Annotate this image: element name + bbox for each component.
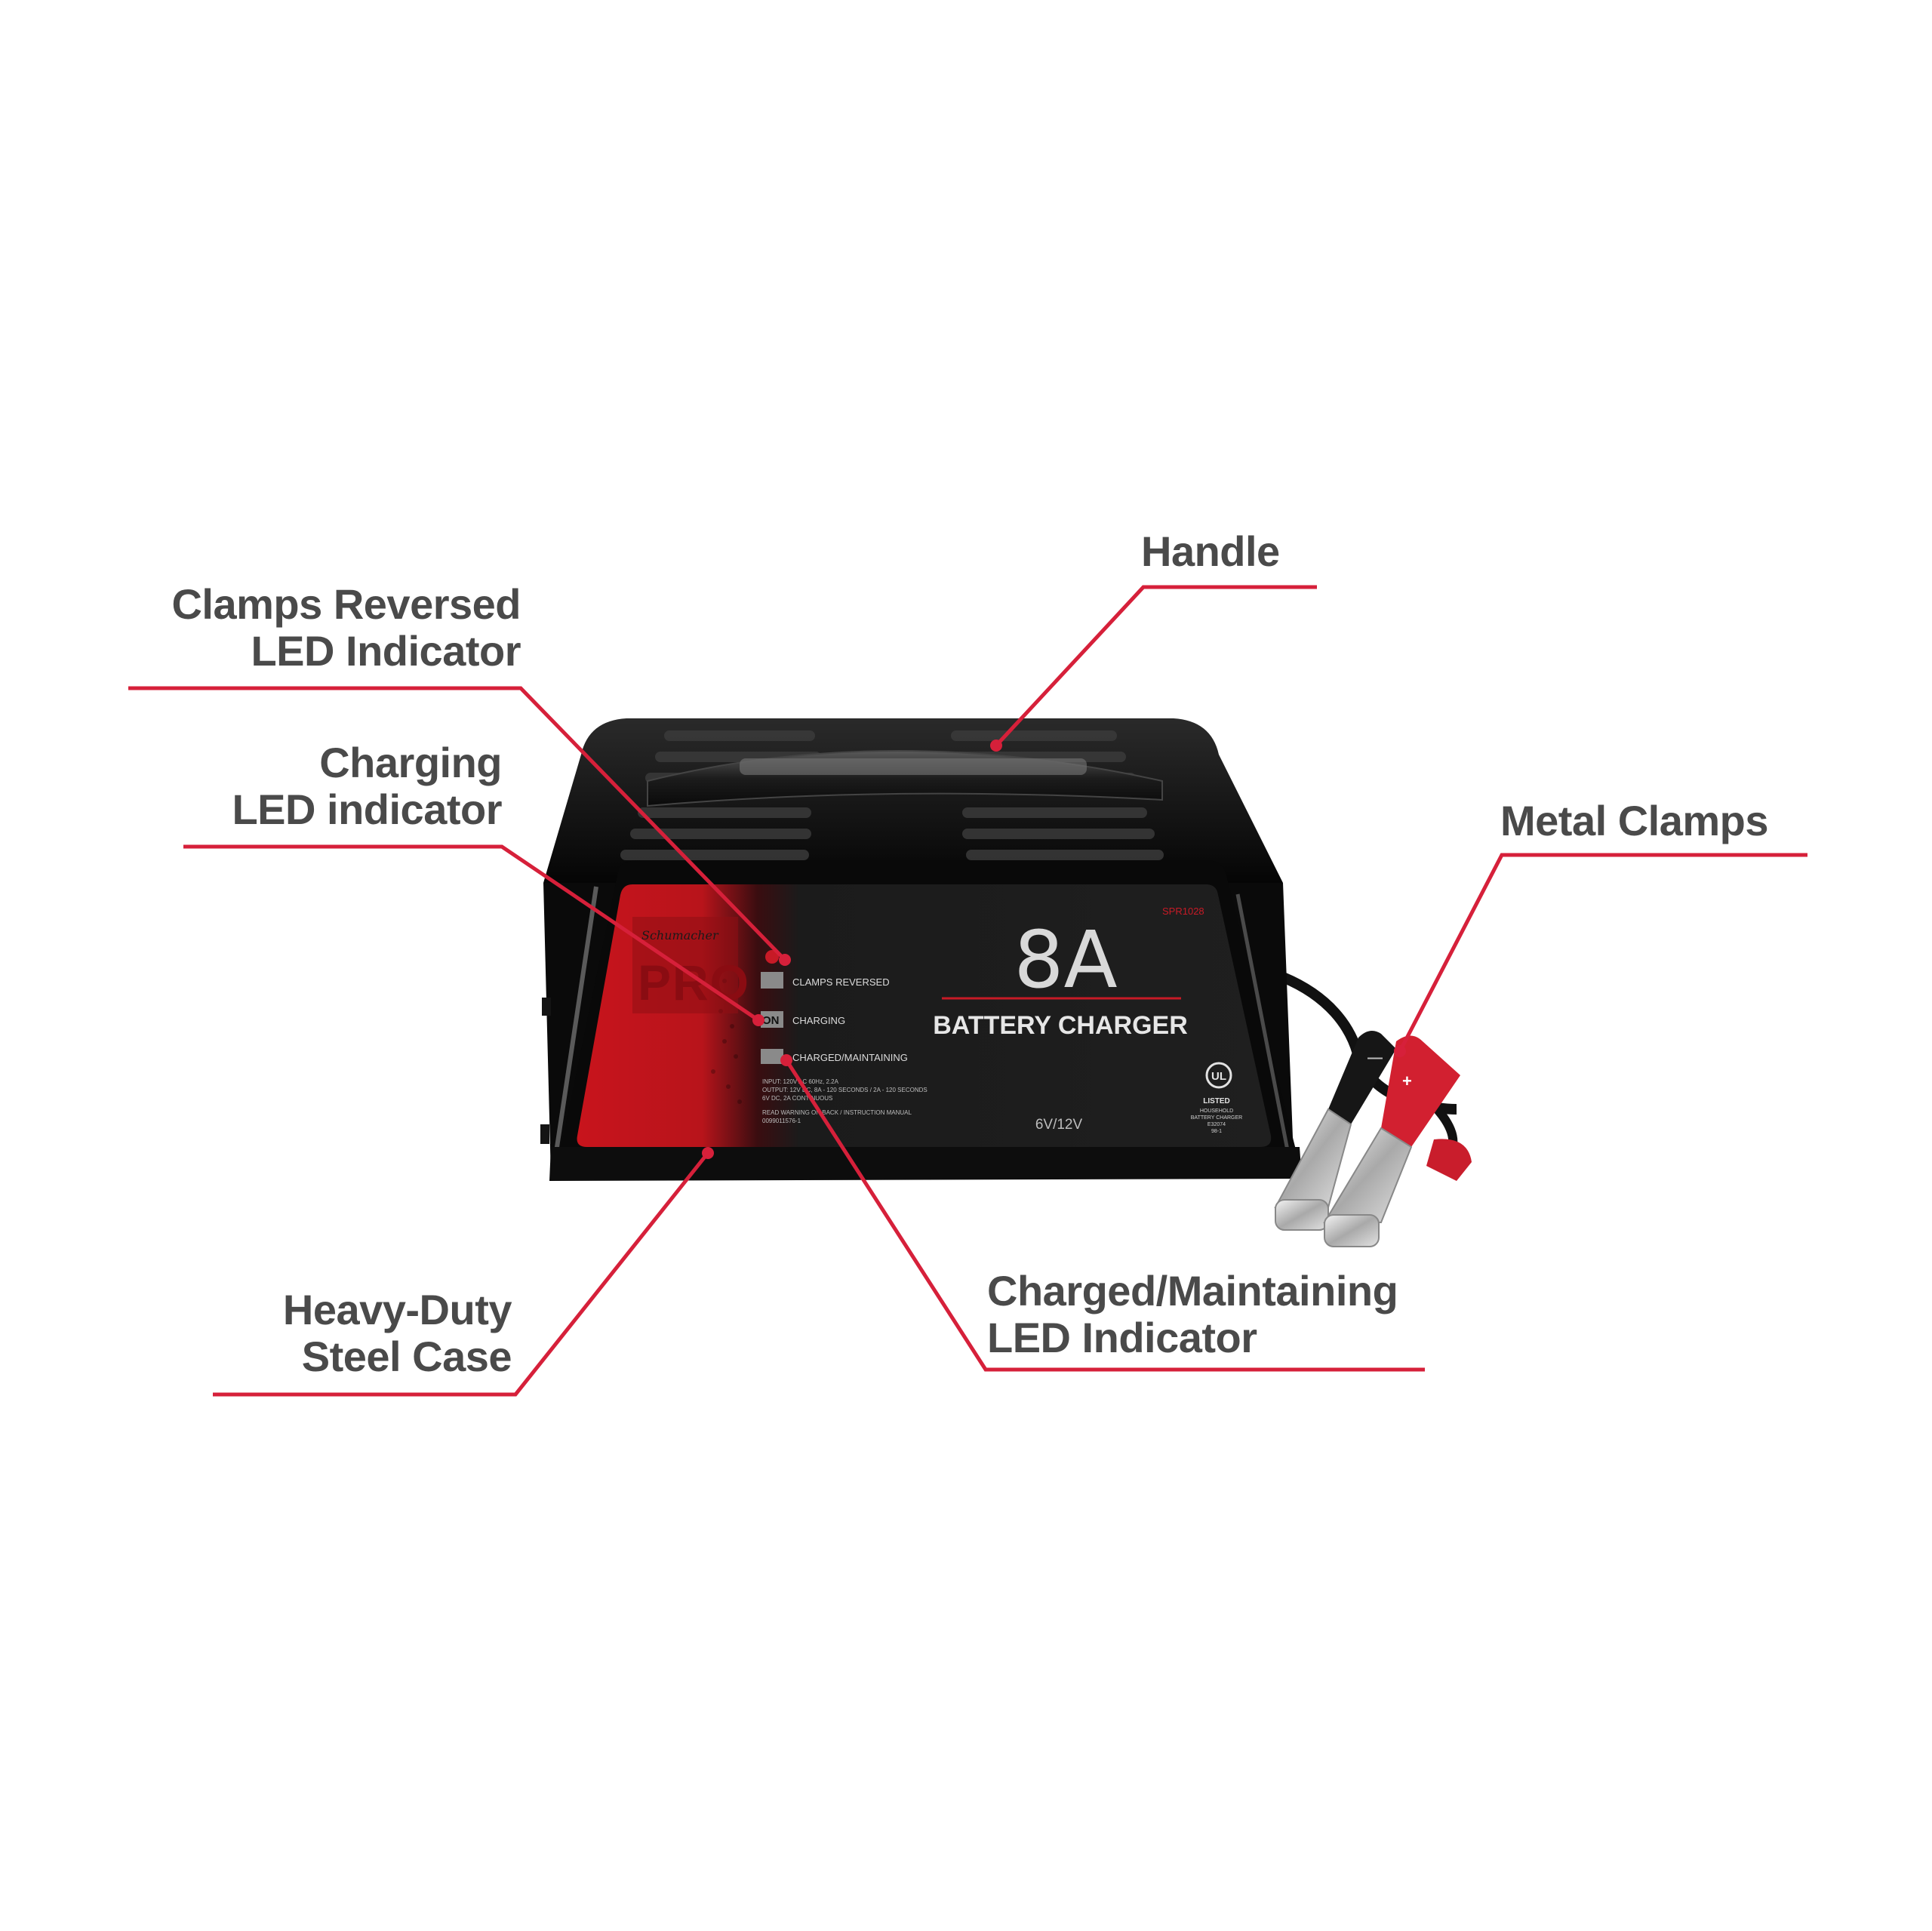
side-tab-left-2 (540, 1124, 549, 1144)
ul-mark: UL LISTED HOUSEHOLD BATTERY CHARGER E320… (1191, 1062, 1242, 1134)
metal-clamps-label-line-1: Metal Clamps (1500, 797, 1769, 844)
clamps-reversed-led (765, 950, 779, 964)
clamps-reversed-label: Clamps Reversed LED Indicator (171, 581, 521, 675)
handle-label: Handle (1141, 528, 1280, 575)
charging-label-line-2: LED indicator (232, 786, 502, 833)
charged-maintaining-label: Charged/Maintaining LED Indicator (987, 1268, 1398, 1361)
amps-label: 8A (1014, 914, 1117, 1006)
heavy-duty-label-line-2: Steel Case (301, 1333, 512, 1380)
led-charged-row: CHARGED/MAINTAINING (761, 1049, 908, 1064)
case-shine (550, 886, 598, 1178)
heavy-duty-leader (213, 1147, 714, 1397)
svg-text:OUTPUT: 12V DC, 8A - 120 SECON: OUTPUT: 12V DC, 8A - 120 SECONDS / 2A - … (762, 1087, 928, 1093)
led-clamps-reversed-row: CLAMPS REVERSED (761, 950, 890, 989)
handle-label-line-1: Handle (1141, 527, 1280, 575)
svg-text:UL: UL (1211, 1070, 1226, 1083)
svg-text:LISTED: LISTED (1203, 1097, 1230, 1105)
svg-text:ON: ON (762, 1014, 780, 1027)
clamps-reversed-label-line-1: Clamps Reversed (171, 580, 521, 628)
svg-text:READ WARNING ON BACK / INSTRUC: READ WARNING ON BACK / INSTRUCTION MANUA… (762, 1109, 912, 1116)
voltage-label: 6V/12V (1035, 1117, 1083, 1133)
svg-text:E32074: E32074 (1208, 1122, 1226, 1127)
charging-leader (183, 844, 764, 1026)
model-number: SPR1028 (1162, 906, 1204, 917)
clamps-reversed-icon (761, 972, 783, 989)
pro-logo: Schumacher PRO (632, 917, 749, 1013)
metal-clamps: — + (1274, 1031, 1472, 1247)
svg-text:HOUSEHOLD: HOUSEHOLD (1200, 1108, 1233, 1114)
heavy-duty-label: Heavy-Duty Steel Case (283, 1287, 512, 1380)
metal-clamps-leader (1394, 853, 1807, 1057)
svg-text:CHARGED/MAINTAINING: CHARGED/MAINTAINING (792, 1052, 908, 1063)
led-charging-row: ON CHARGING (761, 1011, 845, 1028)
clamps-reversed-label-line-2: LED Indicator (251, 627, 521, 675)
svg-text:CHARGING: CHARGING (792, 1015, 845, 1026)
battery-charger: Schumacher PRO CLAMPS REVERSED ON CHARGI… (540, 718, 1457, 1181)
svg-text:—: — (1367, 1050, 1383, 1066)
charging-label: Charging LED indicator (232, 739, 502, 833)
callout-lines (128, 585, 1807, 1397)
clamps-reversed-leader (128, 686, 791, 966)
metal-clamps-label: Metal Clamps (1500, 797, 1769, 844)
charged-maintaining-label-line-1: Charged/Maintaining (987, 1267, 1398, 1314)
charging-label-line-1: Charging (319, 739, 502, 786)
svg-text:CLAMPS REVERSED: CLAMPS REVERSED (792, 976, 890, 988)
case-base (549, 1147, 1302, 1181)
handle-leader (990, 585, 1317, 752)
case-shine-right (1235, 893, 1294, 1174)
product-name: BATTERY CHARGER (933, 1011, 1188, 1040)
front-label-panel (577, 884, 1272, 1147)
svg-text:6V DC, 2A CONTINUOUS: 6V DC, 2A CONTINUOUS (762, 1095, 832, 1102)
side-tab-left-1 (542, 998, 551, 1016)
red-clamp: + (1323, 1035, 1472, 1247)
brand-script: Schumacher (641, 928, 719, 942)
on-icon (761, 1011, 783, 1028)
svg-text:BATTERY CHARGER: BATTERY CHARGER (1191, 1115, 1242, 1121)
svg-text:98-1: 98-1 (1211, 1129, 1222, 1134)
charged-maintaining-leader (780, 1054, 1425, 1372)
charged-maintaining-label-line-2: LED Indicator (987, 1314, 1257, 1361)
svg-text:+: + (1402, 1072, 1412, 1090)
svg-text:0099011576-1: 0099011576-1 (762, 1118, 801, 1124)
battery-icon (761, 1049, 783, 1064)
handle-label-strip (740, 758, 1087, 775)
heavy-duty-label-line-1: Heavy-Duty (282, 1286, 512, 1333)
black-clamp: — (1274, 1031, 1396, 1231)
